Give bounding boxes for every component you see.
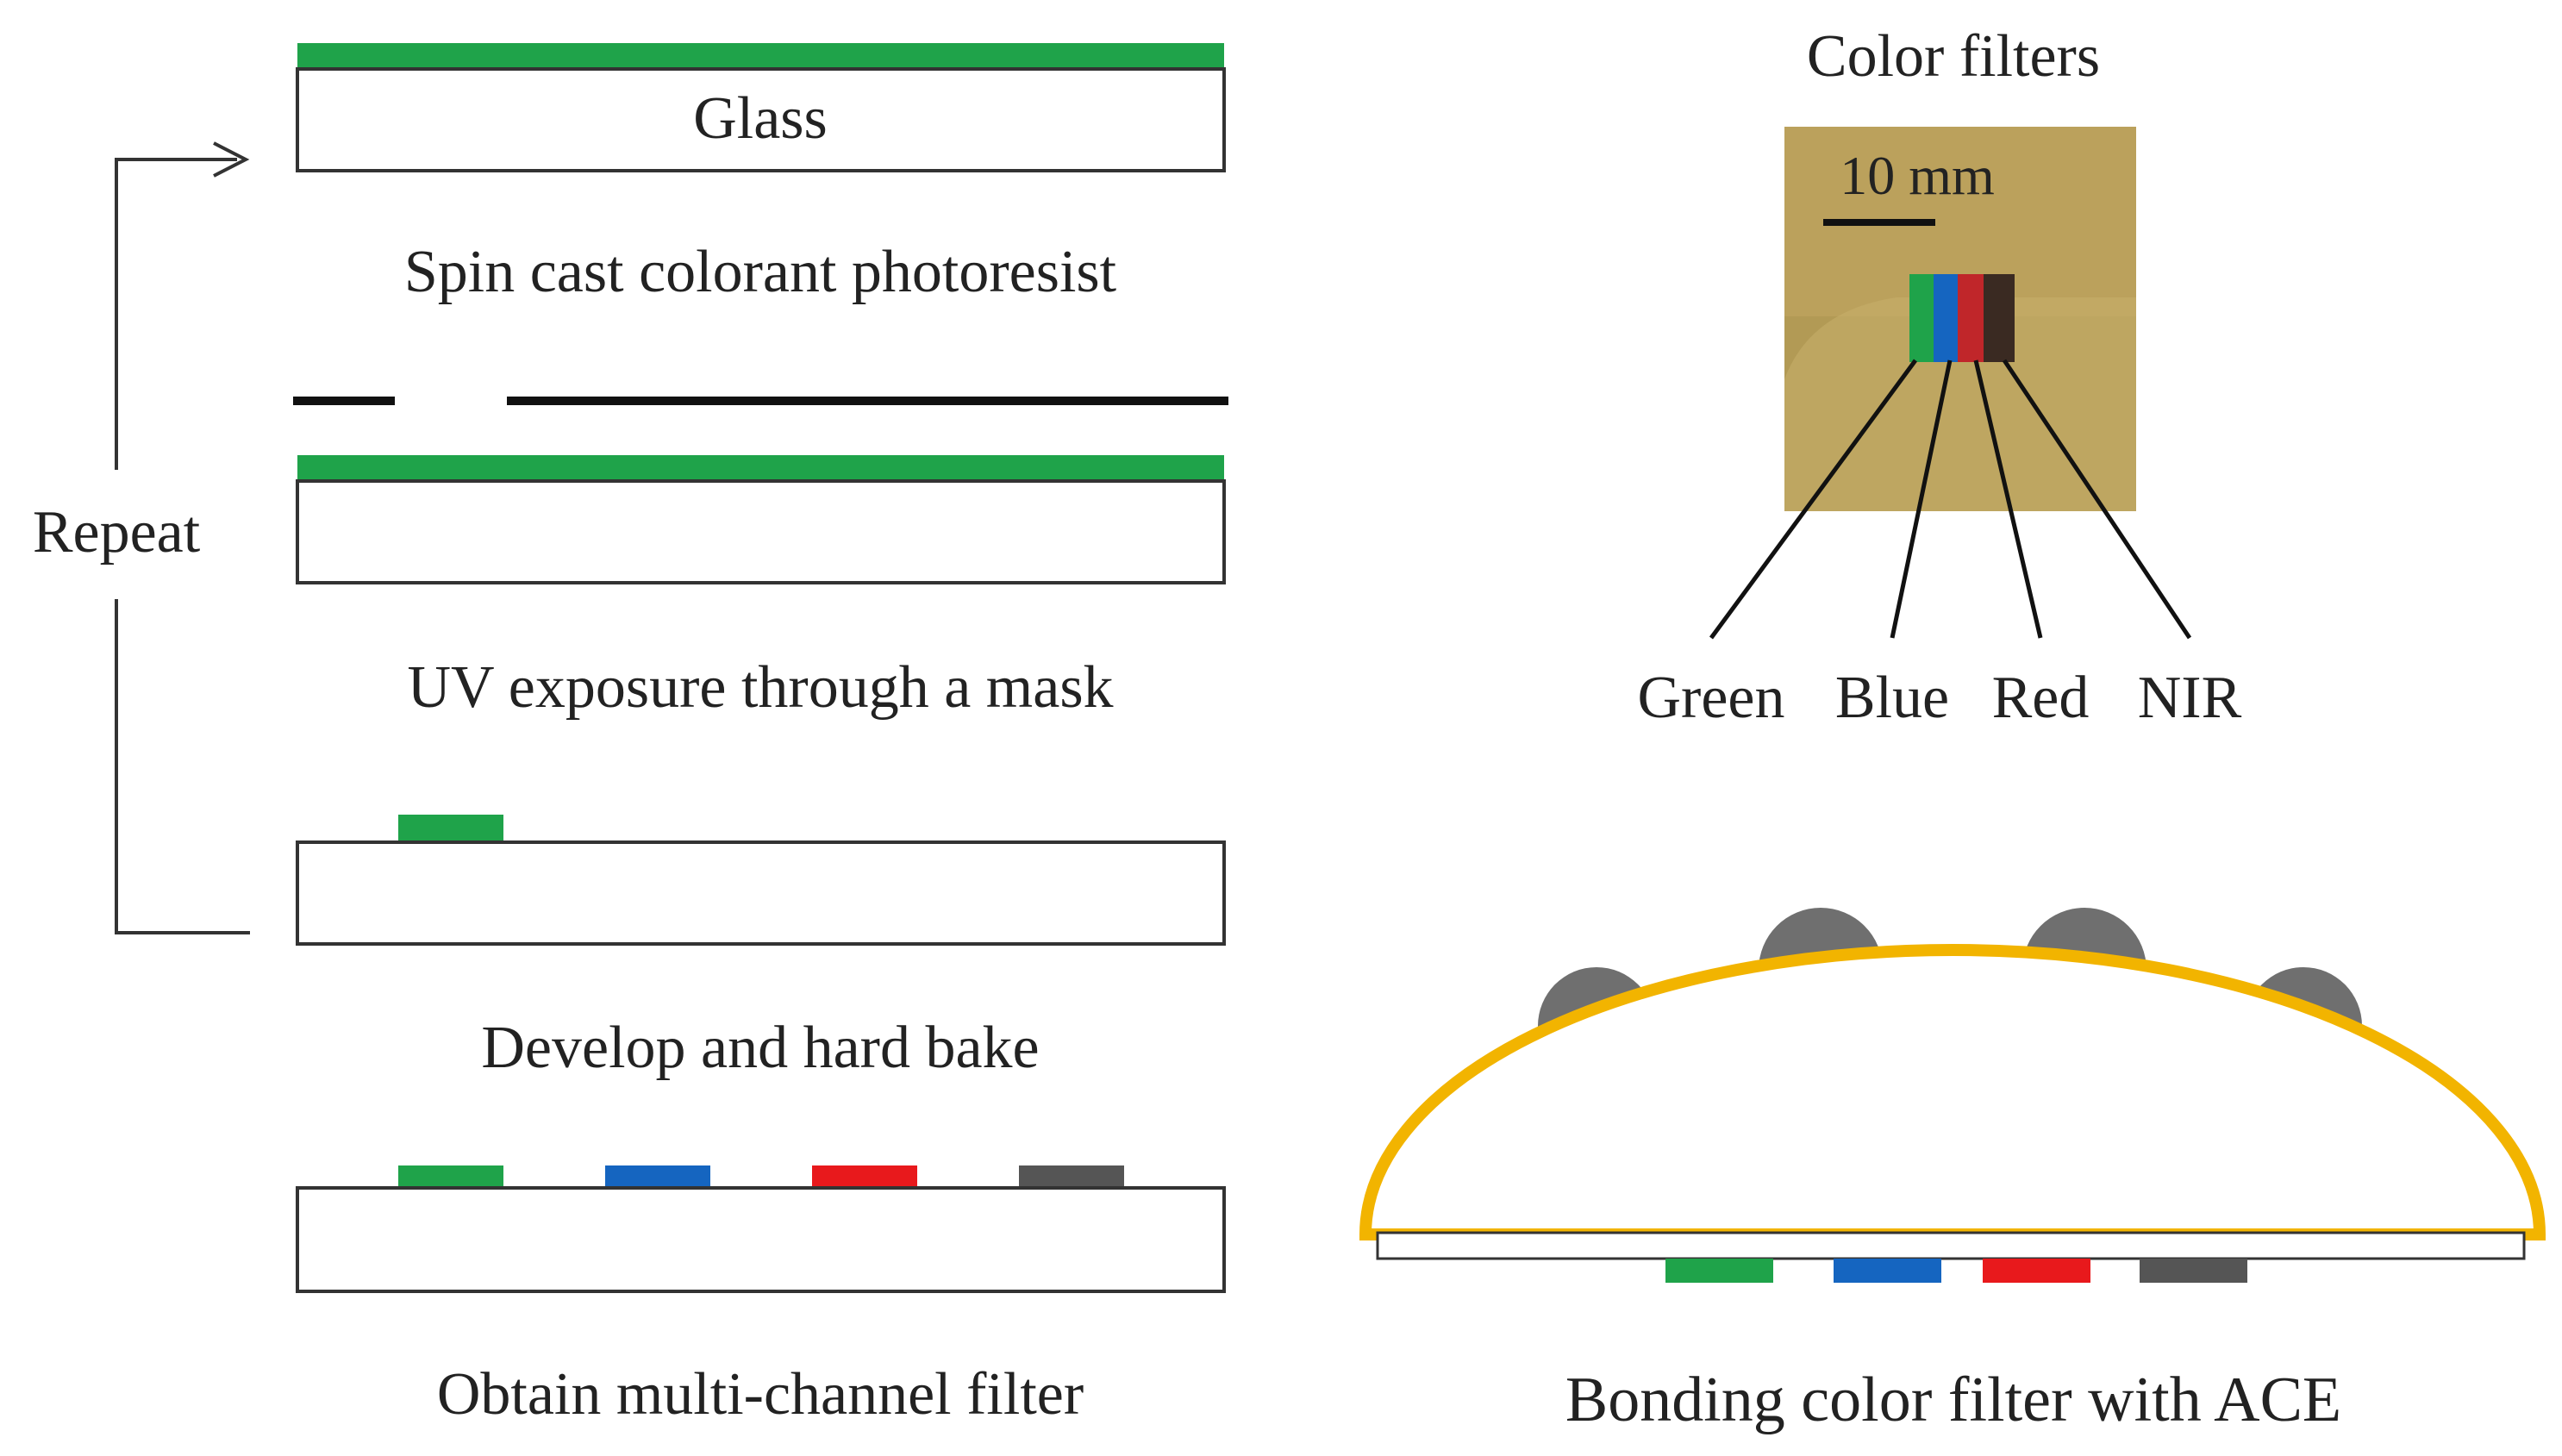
ace-caption: Bonding color filter with ACE [1565, 1365, 2341, 1435]
ace-base-plate [1376, 1231, 2526, 1260]
pointer-line-blue [1890, 359, 1953, 639]
step-spin-cast-label: Spin cast colorant photoresist [404, 239, 1117, 305]
pointer-line-green [1709, 359, 1918, 640]
channel-label-red: Red [1992, 665, 2090, 731]
repeat-loop-line-lower [115, 158, 237, 470]
filter-red [812, 1165, 917, 1188]
photo-title: Color filters [1807, 23, 2100, 90]
glass-substrate-4 [296, 1186, 1226, 1293]
photo-substrate-arc [1784, 297, 2136, 511]
ace-filter-nir [2140, 1259, 2247, 1283]
mask-left [293, 397, 395, 405]
ace-dome [1359, 944, 2546, 1240]
pointer-line-red [1973, 359, 2043, 639]
repeat-arrow-head [213, 141, 250, 178]
channel-label-green: Green [1637, 665, 1784, 731]
developed-green-patch [398, 815, 503, 842]
scale-bar-label: 10 mm [1840, 145, 1995, 206]
step-uv-exposure-label: UV exposure through a mask [407, 654, 1113, 721]
repeat-label: Repeat [33, 499, 201, 566]
ace-filter-red [1983, 1259, 2090, 1283]
step-develop-label: Develop and hard bake [481, 1015, 1039, 1081]
filter-blue [605, 1165, 710, 1188]
color-filter-photo-panel: Color filters 10 mm Green Blue Red NIR [1637, 23, 2241, 731]
filter-green [398, 1165, 503, 1188]
glass-label: Glass [693, 85, 828, 152]
photoresist-layer-2 [297, 455, 1224, 481]
photo-filter-red [1958, 274, 1984, 362]
photoresist-layer [297, 43, 1224, 69]
left-process-panel: Glass Spin cast colorant photoresist UV … [33, 43, 1228, 1428]
mask-right [507, 397, 1228, 405]
ace-filter-blue [1834, 1259, 1941, 1283]
scale-bar [1823, 219, 1935, 226]
pointer-line-nir [2002, 359, 2192, 640]
glass-substrate-3 [296, 840, 1226, 946]
channel-label-nir: NIR [2138, 665, 2242, 731]
step-obtain-filter-label: Obtain multi-channel filter [437, 1361, 1084, 1428]
ace-bonding-panel: Bonding color filter with ACE [1359, 908, 2546, 1435]
glass-substrate-1 [296, 67, 1226, 172]
filter-nir [1019, 1165, 1124, 1188]
channel-label-blue: Blue [1835, 665, 1949, 731]
photo-filter-green [1909, 274, 1934, 362]
photo-filter-blue [1934, 274, 1958, 362]
repeat-loop-line-upper [115, 599, 250, 934]
ace-filter-green [1665, 1259, 1773, 1283]
glass-substrate-2 [296, 479, 1226, 584]
photo-filter-nir [1984, 274, 2015, 362]
